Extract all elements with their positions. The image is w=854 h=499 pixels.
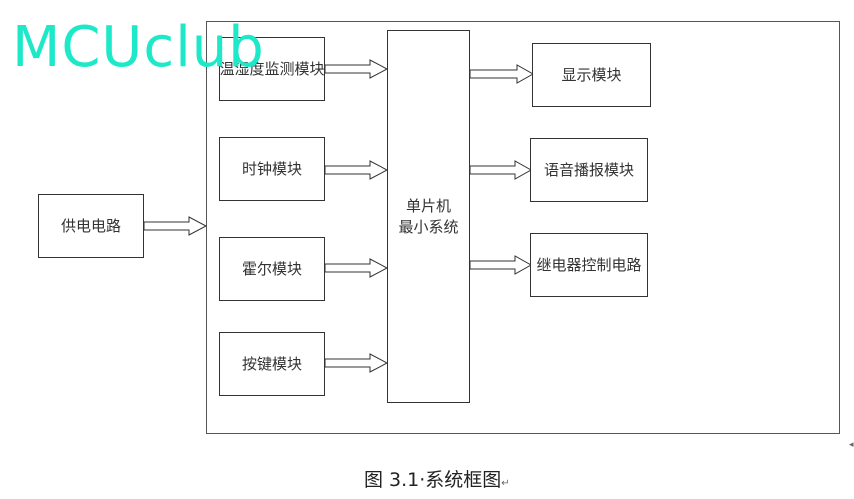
key-module-box: 按键模块 bbox=[219, 332, 325, 396]
arrow-clock-to-mcu bbox=[324, 160, 389, 180]
temp-humidity-module-label: 温湿度监测模块 bbox=[219, 59, 325, 78]
arrow-keys-to-mcu bbox=[324, 353, 389, 373]
arrow-power-to-system bbox=[143, 216, 208, 236]
display-module-box: 显示模块 bbox=[532, 43, 651, 107]
hall-module-box: 霍尔模块 bbox=[219, 237, 325, 301]
arrow-temp-to-mcu bbox=[324, 59, 389, 79]
voice-broadcast-module-box: 语音播报模块 bbox=[530, 138, 648, 202]
mcu-minimum-system-box: 单片机 最小系统 bbox=[387, 30, 470, 403]
arrow-mcu-to-relay bbox=[469, 255, 533, 275]
display-module-label: 显示模块 bbox=[561, 65, 622, 84]
power-supply-label: 供电电路 bbox=[60, 216, 121, 235]
arrow-mcu-to-voice bbox=[469, 160, 533, 180]
temp-humidity-module-box: 温湿度监测模块 bbox=[219, 37, 325, 101]
arrow-mcu-to-display bbox=[469, 64, 535, 84]
arrow-hall-to-mcu bbox=[324, 258, 389, 278]
figure-caption: 图 3.1·系统框图↵ bbox=[364, 465, 510, 492]
mcuclub-watermark: MCUclub bbox=[12, 15, 265, 80]
relay-control-circuit-box: 继电器控制电路 bbox=[530, 233, 648, 297]
figure-caption-text: 图 3.1·系统框图 bbox=[364, 469, 502, 491]
system-boundary-frame bbox=[206, 21, 840, 434]
hall-module-label: 霍尔模块 bbox=[241, 259, 302, 278]
clock-module-label: 时钟模块 bbox=[241, 159, 302, 178]
paragraph-mark-icon: ↵ bbox=[501, 478, 510, 489]
mcu-label-line2: 最小系统 bbox=[398, 217, 459, 236]
mcu-label-line1: 单片机 bbox=[405, 197, 451, 216]
voice-broadcast-module-label: 语音播报模块 bbox=[543, 160, 634, 179]
key-module-label: 按键模块 bbox=[241, 354, 302, 373]
power-supply-box: 供电电路 bbox=[38, 194, 144, 258]
relay-control-circuit-label: 继电器控制电路 bbox=[536, 255, 642, 274]
clock-module-box: 时钟模块 bbox=[219, 137, 325, 201]
margin-marker-icon: ◂ bbox=[849, 440, 854, 450]
